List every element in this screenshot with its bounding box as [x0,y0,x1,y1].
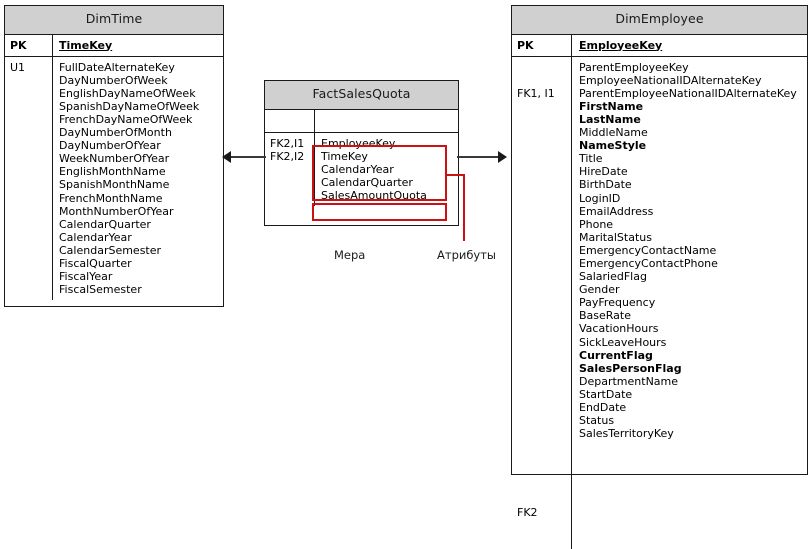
field-row: EmergencyContactPhone [579,257,718,270]
fact-sales-quota-key-section [265,109,458,133]
dim-time-pk-field: TimeKey [59,38,113,52]
field-row: SalariedFlag [579,270,647,284]
leader-line-attributes-vertical [463,174,465,241]
field-row: PayFrequency [579,296,656,310]
field-row: CalendarQuarter [321,175,413,189]
field-row: EnglishDayNameOfWeek [59,86,196,100]
relationship-line-time [230,156,266,158]
field-row: NameStyle [579,139,647,153]
field-row: TimeKey [321,149,368,163]
field-row: CurrentFlag [579,348,653,362]
field-row: EndDate [579,401,627,415]
dim-employee-fk2-spacer [517,126,571,480]
dim-employee-fk1-label: FK1, I1 [517,86,555,100]
field-row: DepartmentName [579,374,679,388]
relationship-arrow-employee-icon [498,151,507,163]
field-row: Gender [579,283,620,297]
field-row: SalesTerritoryKey [579,427,674,441]
field-row: CalendarQuarter [59,217,151,231]
field-row: Title [579,152,603,166]
field-row: DayNumberOfWeek [59,73,168,87]
field-row: HireDate [579,165,628,179]
field-row: FiscalSemester [59,283,142,297]
field-row: VacationHours [579,322,659,336]
field-row: FiscalYear [59,270,113,284]
field-row: MaritalStatus [579,230,652,244]
field-row: FirstName [579,99,644,113]
field-row: CalendarSemester [59,243,162,257]
field-row: SickLeaveHours [579,335,667,349]
field-row: DayNumberOfYear [59,139,161,153]
field-row: MonthNumberOfYear [59,204,174,218]
entity-title-fact-sales-quota: FactSalesQuota [265,81,458,110]
field-row: CalendarYear [321,162,394,176]
field-row: LoginID [579,191,621,205]
field-row: EmployeeNationalIDAlternateKey [579,73,762,87]
field-row: Phone [579,217,614,231]
field-row: FrenchMonthName [59,191,163,205]
field-row: FullDateAlternateKey [59,60,175,74]
field-row: BirthDate [579,178,632,192]
field-row: EmailAddress [579,204,654,218]
dim-time-key-section: PK TimeKey [5,34,223,57]
fact-sales-quota-key-labels: FK2,I1 FK2,I2 [265,132,315,206]
dim-time-pk-label: PK [5,34,53,56]
field-row: EmergencyContactName [579,243,717,257]
field-row: Status [579,414,615,428]
field-row: CalendarYear [59,230,132,244]
entity-title-dim-time: DimTime [5,6,223,35]
field-row: WeekNumberOfYear [59,152,170,166]
fact-sales-quota-pk-label [265,109,315,132]
field-row: EnglishMonthName [59,165,166,179]
dim-time-pk-field-cell: TimeKey [53,35,223,56]
dim-time-key-label: U1 [5,56,53,301]
dim-employee-key-section: PK EmployeeKey [512,34,807,57]
field-row: SalesPersonFlag [579,361,682,375]
relationship-line-employee [457,156,502,158]
field-row: ParentEmployeeKey [579,60,689,74]
field-row: LastName [579,112,641,126]
dim-employee-pk-field-cell: EmployeeKey [572,35,807,56]
field-row: SalesAmountQuota [321,188,427,202]
field-row: MiddleName [579,126,648,140]
entity-fact-sales-quota[interactable]: FactSalesQuota FK2,I1 FK2,I2 EmployeeKey… [264,80,459,226]
entity-dim-employee[interactable]: DimEmployee PK EmployeeKey FK1, I1 FK2 P… [511,5,808,549]
dim-employee-pk-field: EmployeeKey [579,38,663,52]
field-row: DayNumberOfMonth [59,126,172,140]
field-row: ParentEmployeeNationalIDAlternateKey [579,86,797,100]
entity-dim-time[interactable]: DimTime PK TimeKey U1 FullDateAlternateK… [4,5,224,307]
dim-employee-key-labels: FK1, I1 FK2 [512,56,572,549]
annotation-attributes: Атрибуты [437,248,497,262]
dim-employee-pk-label: PK [512,34,572,56]
field-row: SpanishMonthName [59,178,170,192]
fact-sales-quota-pk-field-cell [315,110,458,132]
annotation-measure: Мера [334,248,366,262]
entity-title-dim-employee: DimEmployee [512,6,807,35]
field-row: FiscalQuarter [59,257,132,270]
field-row: FrenchDayNameOfWeek [59,112,193,126]
field-row: BaseRate [579,309,632,323]
field-row: EmployeeKey [321,136,396,150]
field-row: StartDate [579,387,633,401]
dim-employee-fk2-label: FK2 [517,505,538,519]
field-row: SpanishDayNameOfWeek [59,99,200,113]
